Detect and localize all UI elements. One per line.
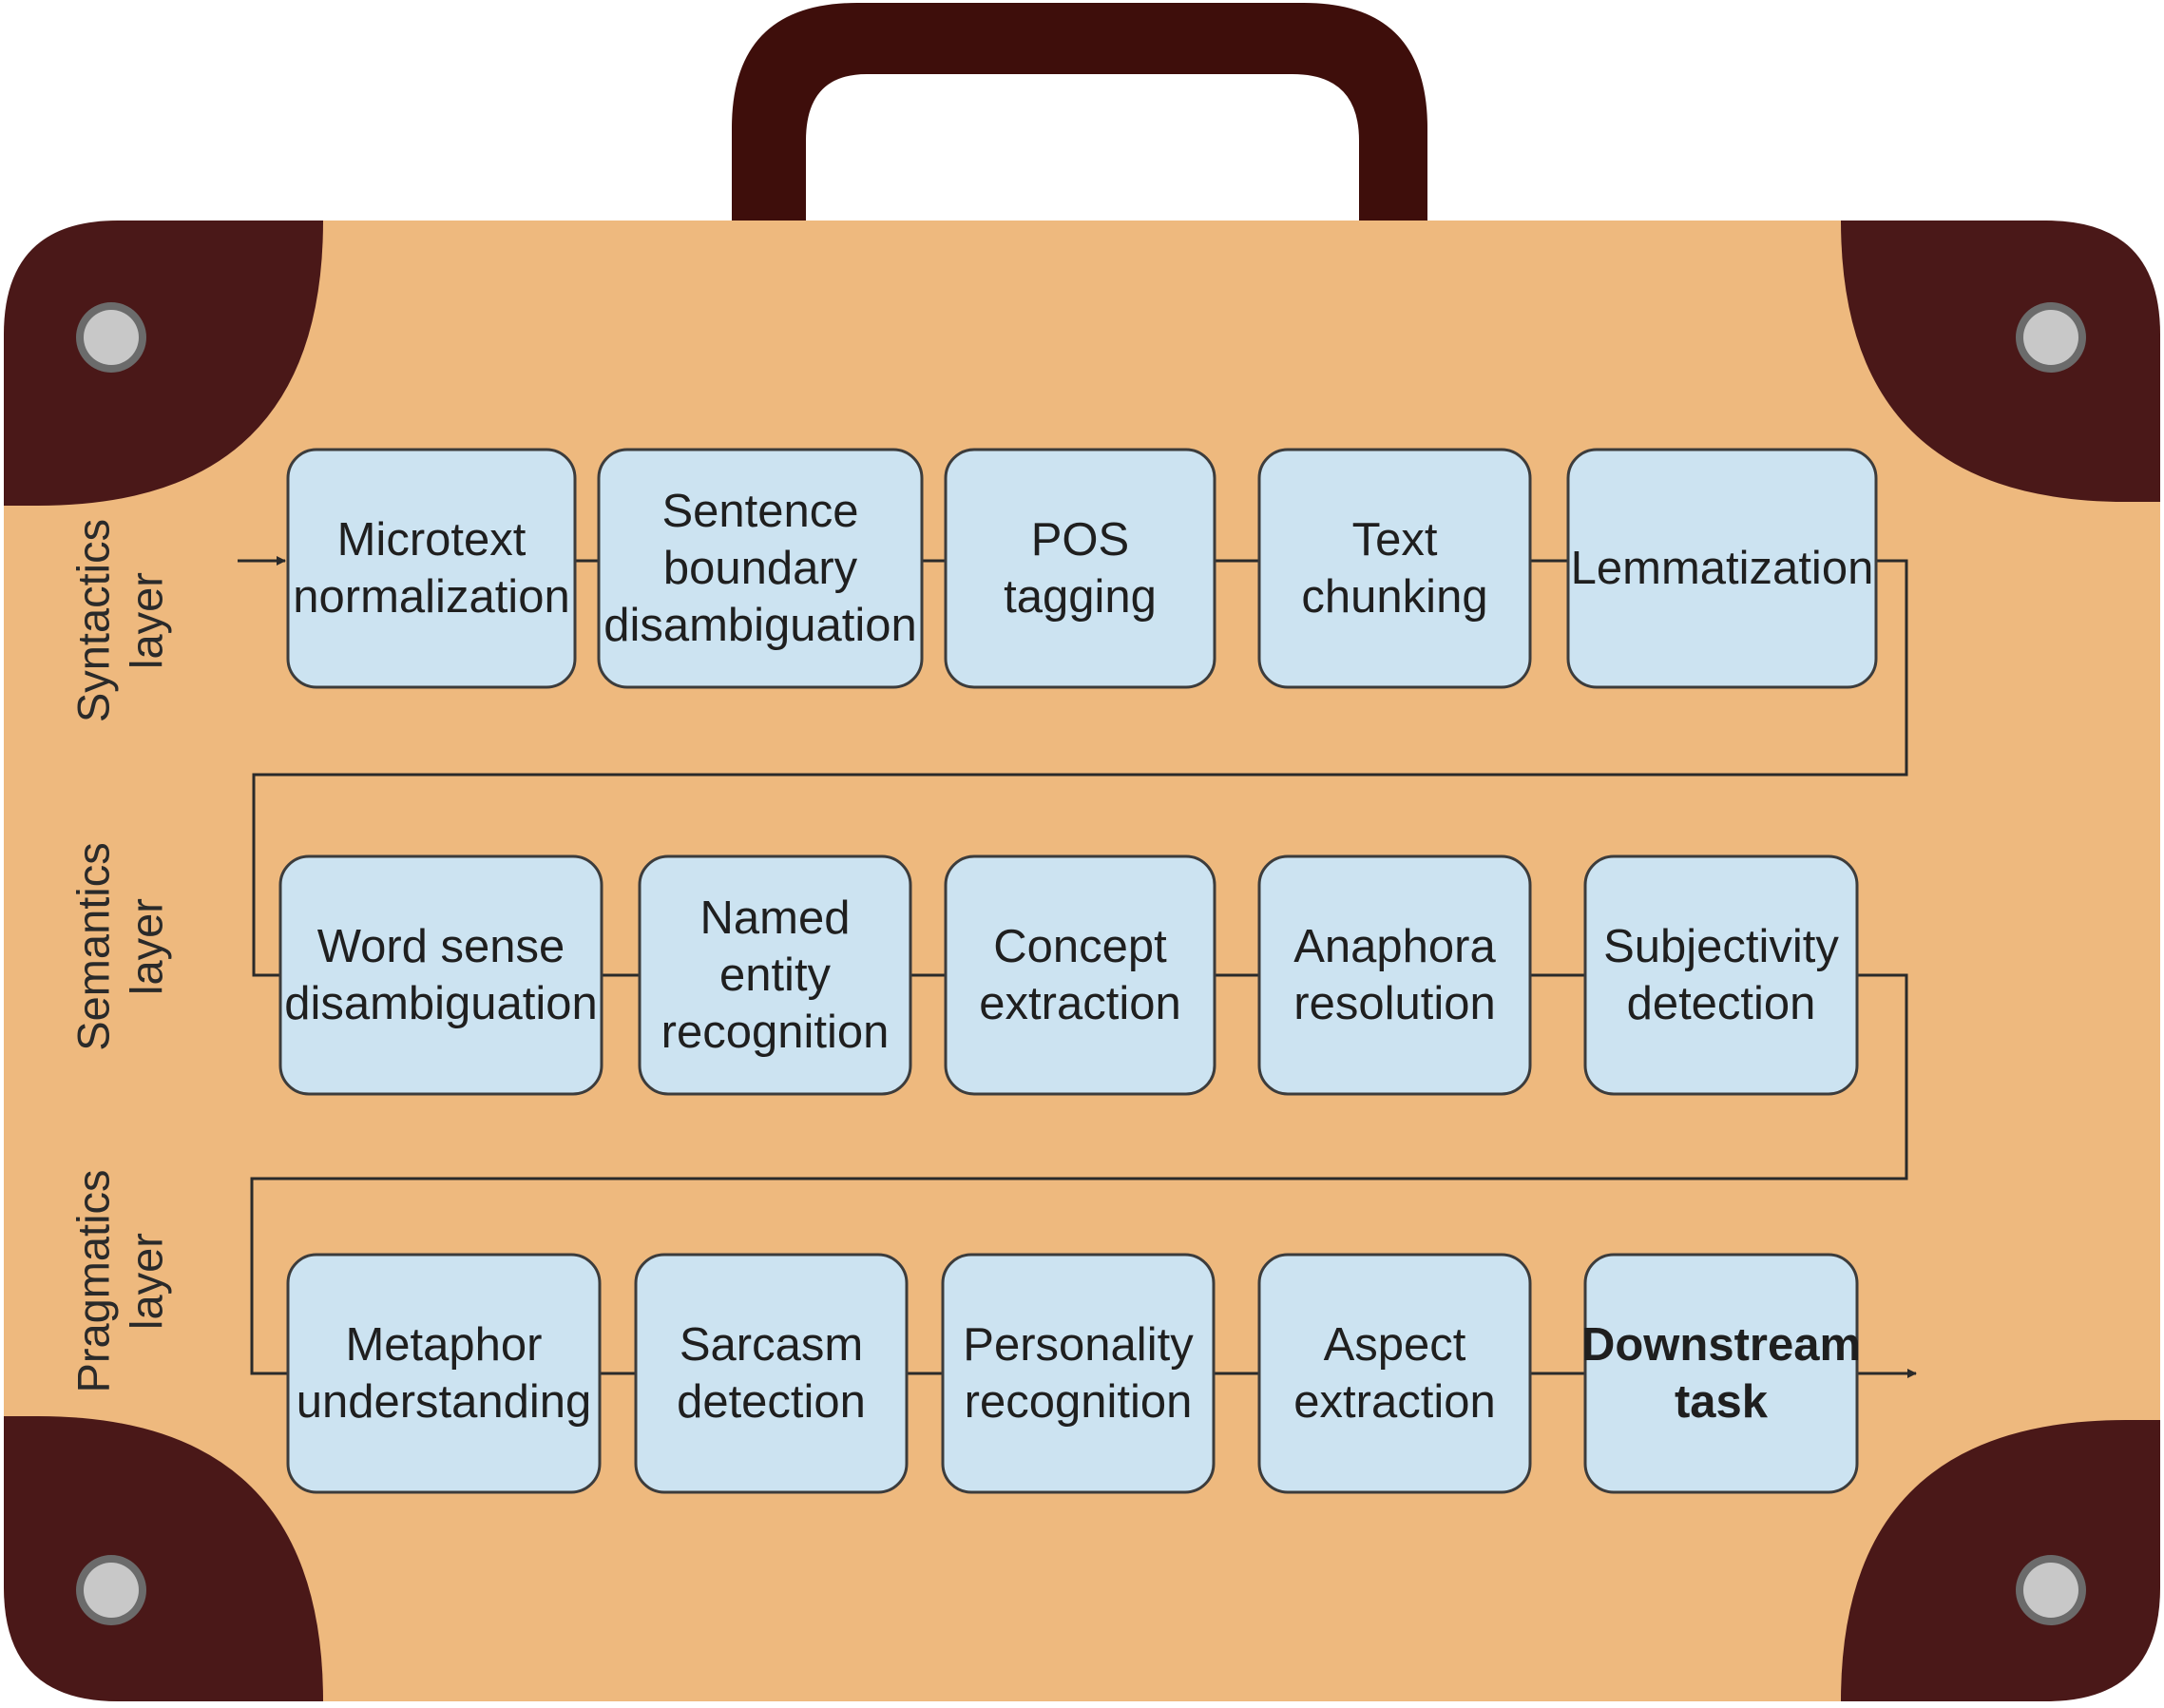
step-label: task: [1675, 1376, 1769, 1428]
step-box: Lemmatization: [1566, 448, 1878, 689]
layer-label-text: layer: [122, 1233, 172, 1330]
step-label: recognition: [965, 1376, 1193, 1428]
layer-label-text: layer: [122, 898, 172, 995]
step-box-shape: [941, 1253, 1216, 1494]
step-box-shape: [944, 854, 1216, 1096]
step-label: Lemmatization: [1571, 543, 1874, 594]
step-box: Concept extraction: [944, 854, 1216, 1096]
step-box: Sentence boundary disambiguation: [597, 448, 924, 689]
step-box-shape: [278, 854, 603, 1096]
step-label: Text: [1352, 514, 1438, 566]
rivet-top-right-icon: [2016, 302, 2086, 373]
step-label: boundary: [663, 543, 858, 594]
step-label: extraction: [1293, 1376, 1495, 1428]
layer-label-text: Semantics: [68, 842, 119, 1050]
flow-connectors: [238, 556, 1917, 1378]
step-label: tagging: [1004, 571, 1157, 623]
suitcase-handle: [732, 3, 1427, 228]
step-label: chunking: [1301, 571, 1487, 623]
step-box-shape: [286, 1253, 602, 1494]
step-label: entity: [719, 950, 832, 1001]
step-label: disambiguation: [603, 600, 917, 651]
step-box: Named entity recognition: [638, 854, 912, 1096]
step-label: Microtext: [337, 514, 527, 566]
connector-row2-to-row3: [250, 973, 1908, 1375]
step-box-shape: [634, 1253, 909, 1494]
step-label: recognition: [661, 1007, 890, 1058]
step-label: POS: [1031, 514, 1129, 566]
step-box-shape: [1566, 448, 1878, 689]
step-label: detection: [677, 1376, 866, 1428]
step-label: Sentence: [661, 486, 858, 537]
step-label: detection: [1627, 978, 1816, 1029]
step-box-shape: [1257, 854, 1532, 1096]
step-box-shape: [638, 854, 912, 1096]
layer-label-text: Pragmatics: [68, 1169, 119, 1392]
step-label: Named: [700, 892, 851, 944]
step-box-shape: [1583, 854, 1859, 1096]
step-box-shape: [1583, 1253, 1859, 1494]
step-label: Downstream: [1581, 1319, 1861, 1371]
corner-cap-top-left: [4, 221, 323, 506]
step-box-shape: [1257, 1253, 1532, 1494]
layer-label-text: Syntactics: [68, 519, 119, 722]
rivet-bottom-left-icon: [76, 1555, 146, 1625]
corner-cap-bottom-left: [4, 1416, 323, 1701]
step-label: Sarcasm: [680, 1319, 863, 1371]
step-label: normalization: [293, 571, 569, 623]
step-label: extraction: [979, 978, 1180, 1029]
corner-cap-top-right: [1841, 221, 2160, 502]
corner-cap-bottom-right: [1841, 1420, 2160, 1701]
step-label: understanding: [297, 1376, 592, 1428]
connector-row1-to-row2: [252, 559, 1908, 977]
step-label: Subjectivity: [1603, 921, 1839, 972]
step-label: Concept: [993, 921, 1167, 972]
step-label: Metaphor: [345, 1319, 542, 1371]
step-box: Subjectivity detection: [1583, 854, 1859, 1096]
step-box: Anaphora resolution: [1257, 854, 1532, 1096]
step-box-shape: [286, 448, 577, 689]
step-label: Personality: [963, 1319, 1194, 1371]
step-box-shape: [1257, 448, 1532, 689]
step-label: Word sense: [317, 921, 565, 972]
layer-label-text: layer: [122, 572, 172, 669]
rivet-top-left-icon: [76, 302, 146, 373]
step-box-shape: [944, 448, 1216, 689]
rivet-bottom-right-icon: [2016, 1555, 2086, 1625]
step-label: Aspect: [1324, 1319, 1466, 1371]
step-label: resolution: [1293, 978, 1495, 1029]
step-box: Word sense disambiguation: [278, 854, 603, 1096]
step-label: Anaphora: [1293, 921, 1496, 972]
step-box-shape: [597, 448, 924, 689]
step-label: disambiguation: [284, 978, 598, 1029]
